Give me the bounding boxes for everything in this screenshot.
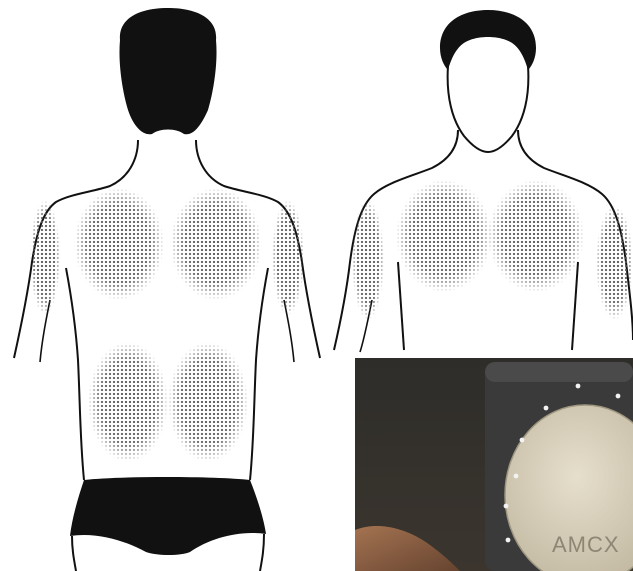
indicator-light (514, 474, 519, 479)
zone-back-right-arm (272, 200, 304, 315)
indicator-light (504, 504, 509, 509)
device-body-shade (485, 362, 633, 382)
front-face (448, 66, 529, 152)
zone-back-left-lower (88, 342, 168, 462)
front-figure-icon (334, 10, 633, 352)
front-hair (440, 10, 536, 70)
zone-front-right-chest (488, 180, 584, 292)
back-head (119, 8, 216, 134)
back-zones (30, 188, 304, 462)
front-zones (352, 180, 633, 320)
zone-back-left-arm (30, 200, 60, 315)
device-photo: AMCX (355, 358, 633, 571)
back-leg-right (260, 534, 264, 571)
zone-back-left-upper (74, 188, 164, 300)
zone-back-right-upper (170, 188, 262, 300)
zone-back-right-lower (168, 342, 248, 462)
indicator-light (576, 384, 581, 389)
zone-front-right-arm (596, 205, 633, 320)
zone-front-left-arm (352, 200, 384, 320)
zone-front-left-chest (396, 180, 492, 292)
indicator-light (520, 438, 525, 443)
indicator-light (544, 406, 549, 411)
back-leg-left (72, 536, 76, 571)
back-briefs (70, 477, 266, 555)
indicator-light (506, 538, 511, 543)
indicator-light (616, 394, 621, 399)
back-figure-icon (14, 8, 320, 571)
device-label: AMCX (552, 532, 620, 557)
